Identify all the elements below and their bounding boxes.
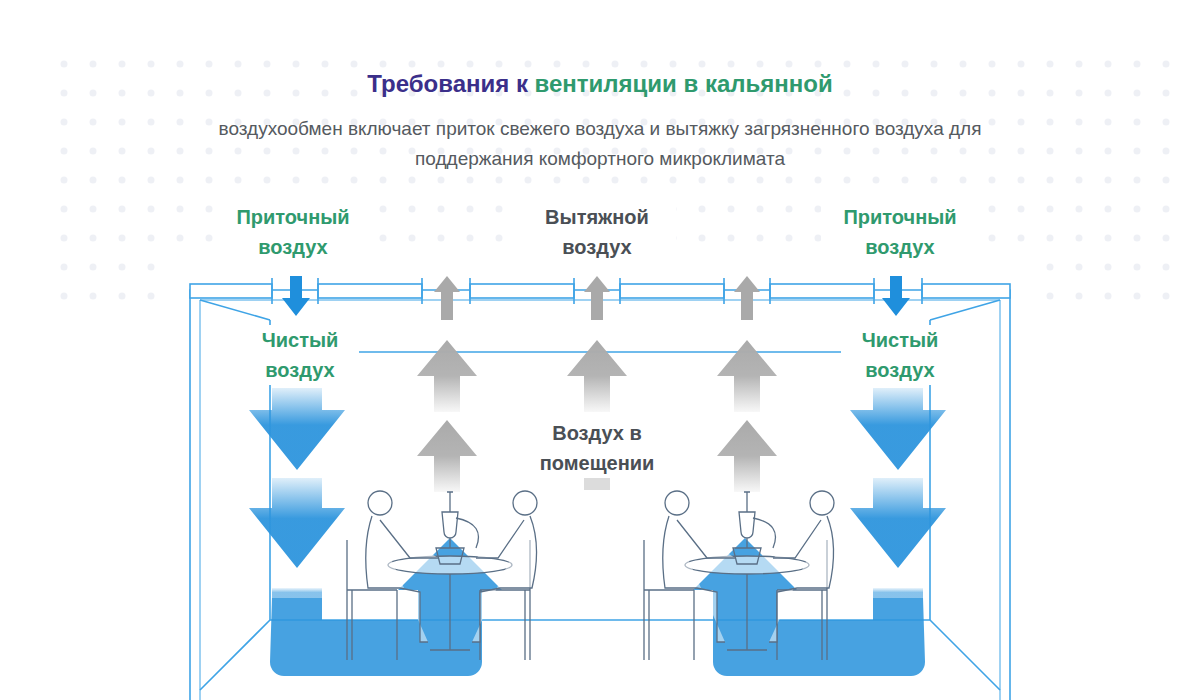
air-label: Вытяжной воздух: [518, 202, 676, 262]
room-outline: [190, 290, 1010, 700]
room-air-arrow: [417, 340, 777, 492]
air-label: Воздух в помещении: [523, 418, 671, 478]
clean-air-arrow: [249, 388, 946, 598]
air-label: Приточный воздух: [821, 202, 979, 262]
illustration-ground: [160, 255, 1040, 700]
page-title: Требования к вентиляции в кальянной: [367, 70, 832, 98]
exhaust-arrow: [434, 276, 760, 320]
air-label: Чистый воздух: [841, 325, 959, 385]
air-label: Приточный воздух: [214, 202, 372, 262]
guests-and-tables: [347, 491, 834, 660]
title-part: вентиляции в кальянной: [528, 70, 833, 97]
air-label: Чистый воздух: [241, 325, 359, 385]
page-caption: воздухообмен включает приток свежего воз…: [170, 114, 1030, 174]
title-part: Требования к: [367, 70, 528, 97]
